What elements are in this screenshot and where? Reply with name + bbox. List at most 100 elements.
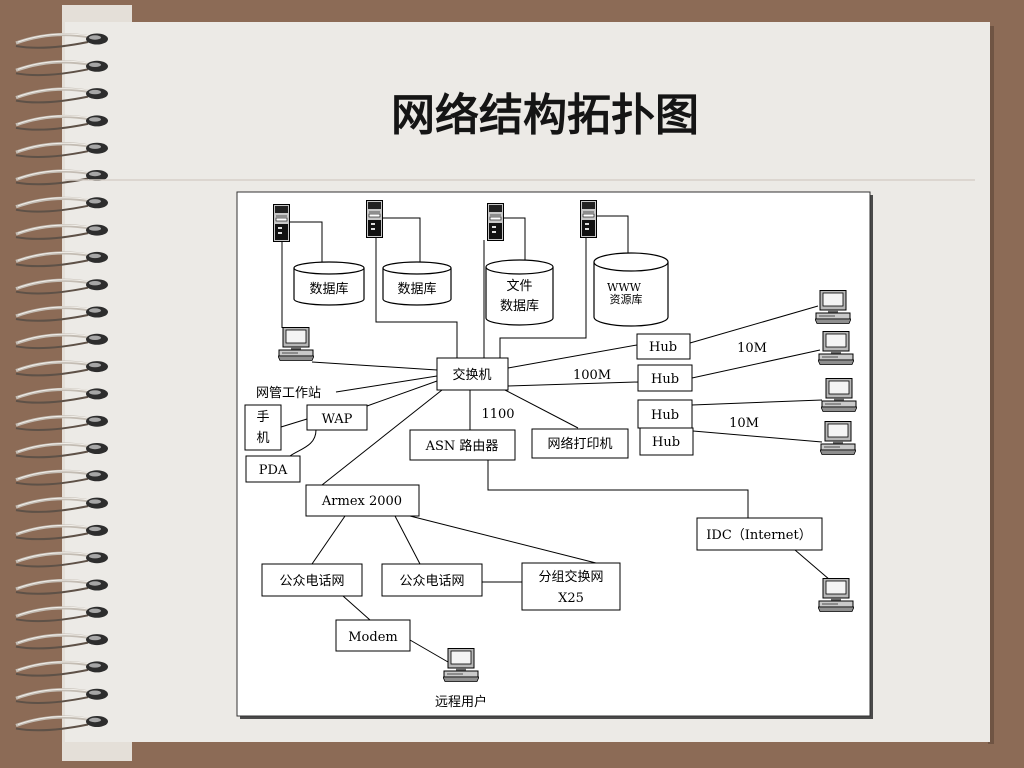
spiral-ring-back-wire — [15, 122, 89, 131]
spiral-ring-highlight — [17, 552, 91, 562]
spiral-ring-back-wire — [15, 723, 89, 732]
packet-switch-label: X25 — [558, 591, 584, 606]
spiral-ring-back-wire — [15, 41, 89, 49]
spiral-ring-highlight — [17, 33, 91, 43]
desktop-computer-icon — [815, 290, 851, 324]
link-switch-printer — [504, 389, 579, 429]
link-wap-switch — [366, 380, 438, 407]
link-pstn1-modem — [342, 595, 371, 621]
spiral-ring-highlight — [17, 388, 91, 398]
spiral-ring-highlight — [17, 279, 91, 289]
spiral-ring-back-wire — [15, 314, 89, 322]
database-1: 数据库 — [293, 261, 365, 306]
router-link-label: 1100 — [481, 407, 514, 422]
router-label: ASN 路由器 — [425, 438, 499, 454]
spiral-ring-highlight — [17, 443, 91, 452]
spiral-ring-back-wire — [15, 423, 89, 431]
desktop-computer-icon — [820, 421, 856, 455]
spiral-ring-back-wire — [15, 68, 89, 77]
spiral-ring-back-wire — [15, 668, 89, 677]
spiral-ring-back-wire — [15, 696, 89, 704]
link-server1-db1 — [290, 221, 323, 262]
spiral-ring-shine — [89, 144, 101, 149]
link-hub1-computer — [689, 305, 819, 344]
desktop-computer-icon — [278, 327, 314, 361]
database-top — [382, 261, 452, 275]
spiral-ring-shine — [89, 472, 101, 477]
database-label: 数据库 — [500, 298, 539, 314]
admin-station-label: 网管工作站 — [256, 386, 321, 401]
desktop-computer-icon — [818, 331, 854, 365]
spiral-ring-shine — [89, 390, 101, 395]
desktop-computer-icon — [443, 648, 479, 682]
spiral-ring-back-wire — [15, 477, 89, 486]
database-label: 数据库 — [309, 281, 348, 297]
database-label: 数据库 — [397, 281, 436, 297]
pstn-box-1 — [261, 563, 363, 597]
wap-label: WAP — [322, 412, 353, 427]
spiral-ring-back-wire — [15, 587, 89, 595]
hub-box-2 — [637, 364, 693, 392]
spiral-ring-shine — [89, 362, 101, 368]
spiral-ring-shine — [89, 62, 101, 67]
link-modem-computer — [409, 639, 449, 663]
link-hub2-computer — [691, 349, 821, 379]
spiral-ring-shine — [89, 717, 101, 723]
link-server4-db4 — [597, 215, 629, 253]
spiral-ring-highlight — [17, 688, 91, 698]
spiral-ring-back-wire — [15, 505, 89, 513]
spiral-ring-back-wire — [15, 204, 89, 213]
hub-label: Hub — [652, 435, 680, 450]
spiral-ring-highlight — [17, 716, 91, 725]
phone-label: 手 — [256, 410, 269, 425]
spiral-ring-back-wire — [15, 395, 89, 404]
phone-box — [244, 404, 282, 451]
database-top — [293, 261, 365, 275]
database-label: WWW — [607, 281, 642, 294]
link-speed-label: 10M — [737, 341, 767, 356]
armex-box — [305, 484, 420, 517]
link-armex-pstn1 — [311, 515, 346, 565]
spiral-ring-shine — [89, 444, 101, 450]
spiral-ring-shine — [89, 499, 101, 504]
server-tower-icon — [487, 203, 504, 241]
spiral-ring-highlight — [17, 661, 91, 671]
remote-user-label: 远程用户 — [435, 694, 487, 710]
spiral-ring-shine — [89, 635, 101, 641]
link-server2-db2 — [383, 217, 421, 263]
link-phone-wap — [280, 418, 308, 428]
link-workstation-switch — [311, 361, 438, 371]
link-server2-switch — [375, 238, 458, 358]
armex-label: Armex 2000 — [321, 494, 402, 509]
spiral-ring-back-wire — [15, 641, 89, 650]
link-router-idc — [487, 460, 749, 518]
spiral-ring-highlight — [17, 170, 91, 179]
pstn-box-2 — [381, 563, 483, 597]
spiral-ring-shine — [89, 690, 101, 695]
spiral-ring-back-wire — [15, 614, 89, 623]
database-cylinder-icon — [593, 262, 669, 327]
spiral-ring-back-wire — [15, 450, 89, 459]
link-idc-computer — [794, 549, 831, 581]
spiral-ring-highlight — [17, 251, 91, 261]
database-cylinder-icon — [293, 268, 365, 306]
spiral-ring-highlight — [17, 197, 91, 207]
spiral-ring-highlight — [17, 470, 91, 480]
spiral-ring-shine — [89, 199, 101, 204]
spiral-ring-back-wire — [15, 150, 89, 158]
link-server3-db3 — [504, 217, 526, 260]
spiral-ring-highlight — [17, 115, 91, 125]
link-armex-pstn2 — [394, 515, 421, 565]
spiral-ring-shine — [89, 117, 101, 122]
spiral-ring-highlight — [17, 415, 91, 425]
database-label: 资源库 — [610, 292, 643, 306]
switch-label: 交换机 — [452, 367, 491, 383]
desktop-computer-icon — [818, 578, 854, 612]
spiral-ring-shine — [89, 663, 101, 668]
packet-switch-box — [521, 562, 621, 611]
phone-label: 机 — [256, 431, 269, 446]
pstn-label: 公众电话网 — [279, 574, 344, 589]
wap-box — [306, 404, 368, 431]
link-hub3-computer — [691, 399, 823, 406]
